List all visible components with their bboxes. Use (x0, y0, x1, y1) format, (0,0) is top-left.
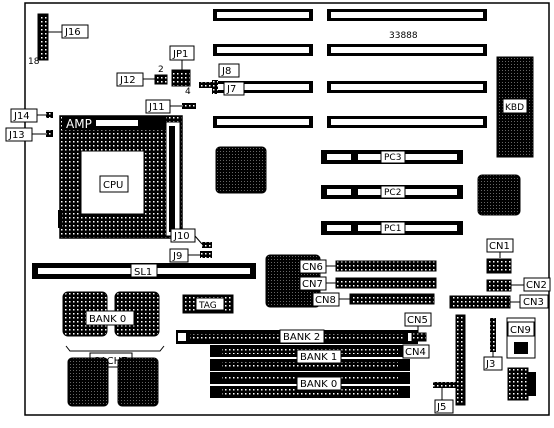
jp1-header (171, 69, 191, 87)
callout-j11: J11 (145, 99, 196, 114)
isa-slots-long (327, 9, 487, 128)
callout-jp1: JP1 (169, 45, 195, 70)
cn4-header (455, 314, 466, 406)
svg-text:KBD: KBD (505, 103, 524, 113)
callout-j13: J13 (5, 127, 53, 142)
svg-text:J8: J8 (221, 66, 231, 77)
svg-text:CN4: CN4 (405, 347, 426, 358)
svg-text:J7: J7 (226, 84, 236, 95)
callout-j16: J16 (48, 24, 89, 39)
cache-chips-bottom (67, 357, 159, 407)
svg-text:J13: J13 (8, 130, 25, 141)
pci-slot-pc3: PC3 (321, 150, 463, 164)
svg-text:CN2: CN2 (526, 280, 547, 291)
simm-bank-2: BANK 2 (176, 329, 418, 344)
callout-cn7: CN7 (299, 276, 336, 291)
callout-cn2: CN2 (511, 277, 551, 292)
cn1-header (486, 258, 512, 274)
cn9-connector: CN9 (506, 317, 536, 359)
jp1-pin-4-label: 4 (185, 87, 191, 97)
cache-bank-0: BANK 0 (62, 291, 160, 337)
svg-text:BANK 0: BANK 0 (300, 379, 337, 390)
svg-text:BANK 0: BANK 0 (89, 314, 126, 325)
chip-right (477, 174, 521, 216)
svg-text:SL1: SL1 (134, 267, 152, 278)
cn7-header (335, 277, 437, 289)
part-number: 33888 (389, 31, 418, 41)
svg-text:J5: J5 (436, 402, 446, 413)
callout-j9: J9 (169, 248, 212, 263)
callout-j8: J8 (218, 63, 240, 78)
svg-text:J14: J14 (13, 111, 30, 122)
svg-text:J11: J11 (148, 102, 165, 113)
sl1-slot: SL1 (32, 263, 256, 279)
callout-cn5: CN5 (404, 312, 432, 333)
pci-slot-pc1: PC1 (321, 221, 463, 235)
svg-text:J12: J12 (119, 75, 136, 86)
svg-text:BANK 2: BANK 2 (283, 332, 320, 343)
callout-j10: J10 (170, 228, 212, 248)
cache-label: CACHE (93, 356, 127, 367)
svg-text:J10: J10 (173, 231, 190, 242)
callout-cn8: CN8 (312, 292, 350, 307)
callout-cn1: CN1 (486, 238, 514, 258)
cn5-header (411, 332, 427, 342)
bottom-right-connector (507, 367, 536, 401)
j5-header (433, 382, 457, 388)
svg-text:PC1: PC1 (384, 224, 401, 234)
jp1-pin-2-label: 2 (158, 65, 164, 75)
svg-text:CN5: CN5 (407, 315, 428, 326)
callout-cn6: CN6 (299, 259, 336, 274)
callout-j5: J5 (434, 388, 454, 414)
svg-text:PC2: PC2 (384, 188, 401, 198)
callout-j7: J7 (223, 81, 245, 96)
svg-text:JP1: JP1 (172, 49, 188, 60)
cn6-header (335, 260, 437, 272)
cpu-label: CPU (103, 180, 123, 191)
svg-text:J3: J3 (485, 359, 495, 370)
callout-cn3: CN3 (510, 294, 549, 309)
chip-left (215, 146, 267, 194)
svg-text:J9: J9 (172, 251, 182, 262)
pci-slot-pc2: PC2 (321, 185, 463, 199)
kbd-connector: KBD (496, 56, 534, 158)
svg-text:TAG: TAG (198, 301, 217, 311)
svg-text:CN8: CN8 (315, 295, 336, 306)
svg-text:CN7: CN7 (302, 279, 323, 290)
amp-label: AMP (66, 117, 92, 131)
j3-header (490, 318, 496, 352)
cn8-header (349, 293, 435, 305)
svg-text:CN3: CN3 (523, 297, 544, 308)
svg-text:J16: J16 (64, 27, 81, 38)
svg-text:CN1: CN1 (489, 241, 510, 252)
tag-chip: TAG (182, 294, 234, 314)
cpu-socket: AMP CPU (58, 115, 183, 239)
j16-header (37, 13, 49, 61)
pin-18-label: 18 (28, 57, 40, 67)
j8-j7-headers (199, 80, 218, 94)
svg-text:CN9: CN9 (510, 325, 531, 336)
simm-bank-0: BANK 0 (210, 372, 410, 398)
callout-j14: J14 (10, 108, 53, 123)
cn3-header (449, 295, 511, 309)
svg-text:PC3: PC3 (384, 153, 401, 163)
simm-bank-1: BANK 1 (210, 345, 410, 371)
callout-j3: J3 (483, 352, 503, 371)
cn2-header (486, 279, 512, 292)
callout-cn4: CN4 (402, 344, 430, 359)
svg-text:BANK 1: BANK 1 (300, 352, 337, 363)
svg-text:CN6: CN6 (302, 262, 323, 273)
callout-j12: J12 (116, 72, 168, 87)
